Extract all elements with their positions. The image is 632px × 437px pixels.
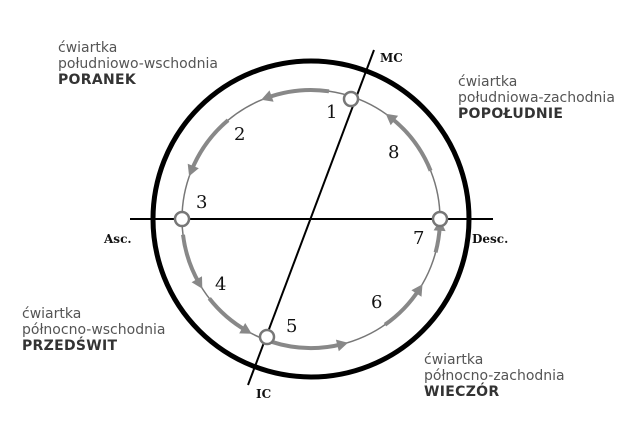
marker-mc bbox=[342, 90, 360, 108]
quarter-nw-label: ćwiartka północno-zachodnia WIECZÓR bbox=[424, 352, 565, 400]
motion-arc-1 bbox=[266, 88, 330, 100]
motion-arc-4 bbox=[207, 297, 248, 333]
quarter-nw-name: WIECZÓR bbox=[424, 384, 500, 400]
house-3: 3 bbox=[196, 192, 207, 213]
marker-ic bbox=[258, 328, 276, 346]
arrow-head-1 bbox=[261, 90, 274, 102]
house-5: 5 bbox=[286, 316, 297, 337]
motion-arc-8 bbox=[389, 115, 433, 172]
quarter-se-line2: południowo-wschodnia bbox=[58, 56, 218, 72]
arrow-head-2 bbox=[187, 163, 199, 177]
quarter-ne-label: ćwiartka północno-wschodnia PRZEDŚWIT bbox=[22, 306, 165, 354]
house-7: 7 bbox=[413, 228, 424, 249]
quarter-nw-line1: ćwiartka bbox=[424, 352, 484, 368]
label-desc: Desc. bbox=[472, 232, 508, 246]
quarter-ne-line1: ćwiartka bbox=[22, 306, 82, 322]
arrow-head-4 bbox=[239, 323, 252, 334]
arrow-head-5 bbox=[335, 339, 348, 352]
motion-arc-5 bbox=[270, 339, 343, 350]
quarter-se-name: PORANEK bbox=[58, 72, 137, 88]
quarter-ne-line2: północno-wschodnia bbox=[22, 322, 166, 338]
quarter-sw-name: POPOŁUDNIE bbox=[458, 106, 564, 122]
quarter-se-line1: ćwiartka bbox=[58, 40, 118, 56]
label-ic: IC bbox=[256, 387, 271, 401]
label-asc: Asc. bbox=[103, 232, 132, 246]
house-4: 4 bbox=[215, 274, 226, 295]
quarter-sw-label: ćwiartka południowa-zachodnia POPOŁUDNIE bbox=[458, 74, 615, 122]
marker-asc bbox=[173, 210, 191, 228]
motion-arc-2 bbox=[189, 118, 230, 172]
house-2: 2 bbox=[234, 124, 245, 145]
motion-arc-3 bbox=[181, 234, 202, 285]
quarter-nw-line2: północno-zachodnia bbox=[424, 368, 565, 384]
quarter-sw-line2: południowa-zachodnia bbox=[458, 90, 615, 106]
marker-desc bbox=[431, 210, 449, 228]
quarter-se-label: ćwiartka południowo-wschodnia PORANEK bbox=[58, 40, 218, 88]
house-1: 1 bbox=[326, 102, 337, 123]
quarter-ne-name: PRZEDŚWIT bbox=[22, 338, 118, 354]
house-8: 8 bbox=[388, 142, 399, 163]
label-mc: MC bbox=[380, 51, 403, 65]
arrow-head-6 bbox=[411, 284, 423, 297]
arrow-head-3 bbox=[191, 276, 203, 289]
motion-arc-6 bbox=[383, 288, 421, 327]
motion-arcs bbox=[181, 88, 446, 352]
quarter-sw-line1: ćwiartka bbox=[458, 74, 518, 90]
house-6: 6 bbox=[371, 292, 382, 313]
arrow-head-8 bbox=[385, 113, 399, 126]
